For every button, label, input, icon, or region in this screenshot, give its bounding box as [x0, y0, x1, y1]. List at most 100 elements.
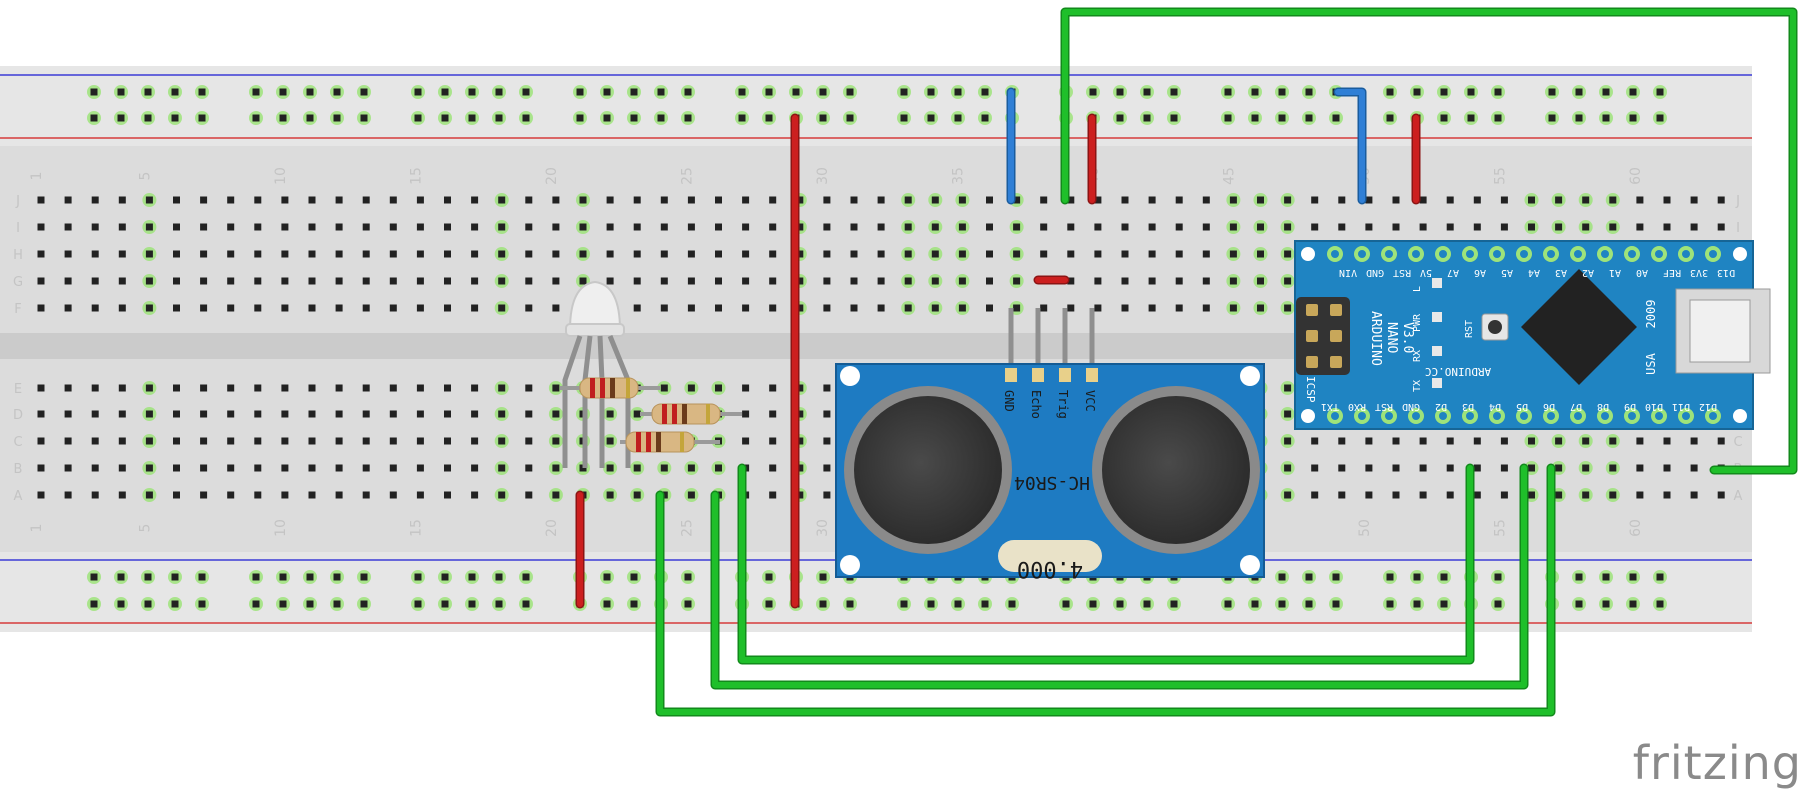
breadboard-hole	[471, 196, 479, 204]
breadboard-hole	[1067, 277, 1075, 285]
breadboard-hole	[64, 223, 72, 231]
rail-hole	[1116, 114, 1124, 122]
breadboard-hole	[416, 384, 424, 392]
breadboard-hole	[308, 410, 316, 418]
breadboard-hole	[335, 464, 343, 472]
breadboard-hole	[850, 250, 858, 258]
breadboard-hole	[796, 410, 804, 418]
breadboard-hole	[200, 464, 208, 472]
breadboard-hole	[931, 223, 939, 231]
breadboard-hole	[416, 250, 424, 258]
breadboard-hole	[227, 464, 235, 472]
breadboard-hole	[1663, 196, 1671, 204]
breadboard-hole	[1690, 464, 1698, 472]
breadboard-hole	[769, 491, 777, 499]
breadboard-hole	[281, 250, 289, 258]
wires	[575, 7, 1798, 717]
breadboard-hole	[877, 277, 885, 285]
icsp-pin	[1330, 356, 1342, 368]
arduino-nano	[1294, 240, 1771, 430]
rail-hole	[1224, 88, 1232, 96]
breadboard-hole	[227, 304, 235, 312]
breadboard-hole	[145, 410, 153, 418]
breadboard-hole	[118, 250, 126, 258]
rail-hole	[90, 600, 98, 608]
arduino-pin-label: D6	[1543, 401, 1555, 412]
breadboard-hole	[444, 304, 451, 312]
column-number: 20	[544, 519, 560, 537]
breadboard-hole	[1582, 223, 1590, 231]
breadboard-hole	[145, 250, 153, 258]
breadboard-hole	[742, 250, 750, 258]
rail-hole	[1575, 88, 1583, 96]
column-number: 30	[815, 167, 831, 185]
arduino-pin-hole	[1574, 250, 1582, 258]
rail-hole	[603, 88, 611, 96]
top-power-rail	[0, 66, 1752, 146]
breadboard-hole	[91, 410, 99, 418]
icsp-header	[1306, 304, 1342, 368]
breadboard-hole	[498, 196, 506, 204]
breadboard-hole	[254, 491, 262, 499]
breadboard-hole	[308, 384, 316, 392]
rail-hole	[333, 88, 341, 96]
breadboard-hole	[64, 196, 72, 204]
breadboard-hole	[1528, 464, 1535, 472]
breadboard-hole	[118, 464, 126, 472]
breadboard-hole	[254, 437, 262, 445]
breadboard-hole	[362, 250, 370, 258]
breadboard-hole	[904, 304, 912, 312]
breadboard-hole	[200, 437, 208, 445]
rail-hole	[1656, 600, 1664, 608]
breadboard-hole	[823, 196, 831, 204]
breadboard-hole	[227, 410, 235, 418]
breadboard-hole	[1365, 491, 1373, 499]
rail-hole	[927, 600, 935, 608]
breadboard-hole	[498, 464, 506, 472]
breadboard-hole	[1500, 196, 1508, 204]
rail-hole	[1278, 88, 1286, 96]
rail-hole	[414, 114, 422, 122]
breadboard-hole	[1500, 464, 1508, 472]
rail-hole	[1494, 114, 1502, 122]
breadboard-hole	[254, 410, 262, 418]
breadboard-hole	[471, 223, 479, 231]
breadboard-hole	[823, 437, 831, 445]
rail-hole	[1440, 114, 1448, 122]
breadboard-hole	[498, 304, 506, 312]
arduino-pin-label: TX1	[1321, 401, 1339, 412]
rail-hole	[900, 600, 908, 608]
rail-hole	[495, 88, 503, 96]
rail-hole	[630, 88, 638, 96]
breadboard-hole	[91, 491, 99, 499]
arduino-name-1: ARDUINO	[1368, 311, 1383, 366]
column-number: 45	[1221, 167, 1237, 185]
breadboard-hole	[1419, 223, 1427, 231]
breadboard-hole	[471, 384, 479, 392]
breadboard-hole	[796, 223, 804, 231]
breadboard-hole	[958, 196, 966, 204]
breadboard-hole	[1013, 304, 1021, 312]
breadboard-hole	[118, 491, 126, 499]
breadboard-hole	[227, 437, 235, 445]
breadboard-hole	[308, 304, 316, 312]
breadboard-hole	[1365, 437, 1373, 445]
breadboard-hole	[1175, 277, 1183, 285]
breadboard-hole	[64, 250, 72, 258]
rail-hole	[981, 600, 989, 608]
breadboard-hole	[444, 277, 451, 285]
breadboard-hole	[796, 464, 804, 472]
rail-hole	[1116, 600, 1124, 608]
arduino-pin-label: A5	[1501, 267, 1513, 278]
breadboard-hole	[525, 304, 533, 312]
rail-hole	[252, 600, 260, 608]
rail-hole	[684, 88, 692, 96]
breadboard-hole	[1013, 277, 1021, 285]
breadboard-hole	[389, 464, 397, 472]
arduino-pin-label: RST	[1375, 401, 1393, 412]
breadboard-hole	[579, 196, 587, 204]
breadboard-hole	[1257, 196, 1264, 204]
breadboard-hole	[742, 437, 750, 445]
breadboard-hole	[362, 437, 370, 445]
